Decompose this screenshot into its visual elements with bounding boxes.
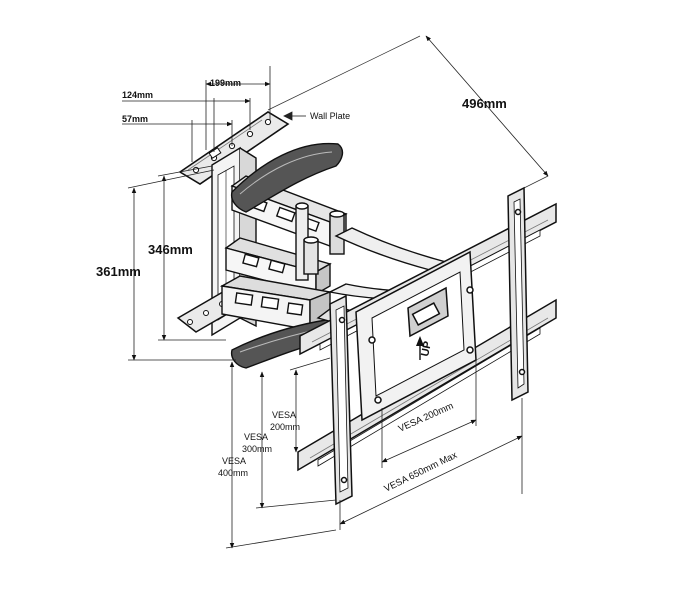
vesa-200-vertical-line2: 200mm bbox=[270, 422, 300, 432]
top-arm-cover bbox=[230, 142, 344, 213]
wall-plate-hole-label: 57mm bbox=[122, 114, 148, 124]
up-label: UP bbox=[419, 340, 434, 357]
vesa-400-vertical-line2: 400mm bbox=[218, 468, 248, 478]
vesa-300-vertical-line2: 300mm bbox=[242, 444, 272, 454]
wall-plate-callout: Wall Plate bbox=[310, 111, 350, 121]
elbow-pivot bbox=[295, 202, 345, 281]
total-height-label: 361mm bbox=[96, 264, 141, 279]
arm-height-label: 346mm bbox=[148, 242, 193, 257]
extension-label: 496mm bbox=[462, 96, 507, 111]
dimension-lines bbox=[122, 35, 549, 549]
vesa-200-vertical-line1: VESA bbox=[272, 410, 296, 420]
up-marking: UP bbox=[416, 336, 434, 360]
vesa-400-vertical-line1: VESA bbox=[222, 456, 246, 466]
wall-plate-width-label: 199mm bbox=[210, 78, 241, 88]
lower-arm-link bbox=[219, 275, 333, 332]
center-mounting-plate bbox=[355, 250, 477, 422]
vesa-300-vertical-line1: VESA bbox=[244, 432, 268, 442]
wall-plate-inner-label: 124mm bbox=[122, 90, 153, 100]
right-vertical-arm bbox=[507, 186, 529, 402]
